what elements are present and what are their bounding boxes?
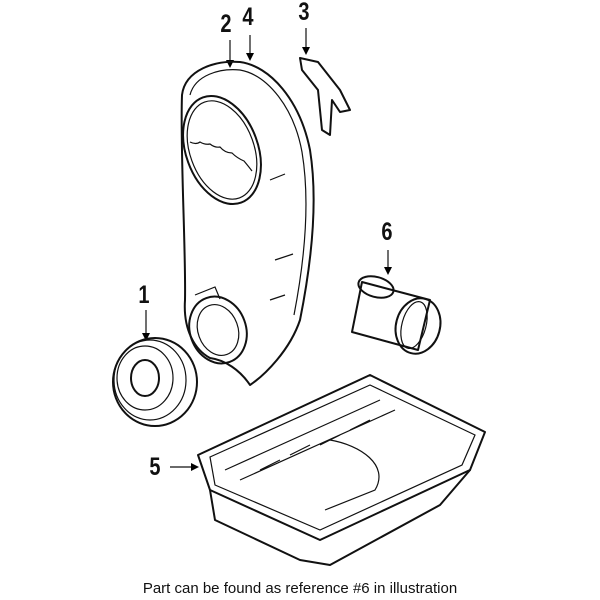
callout-3: 3 [298,0,310,26]
leader-lines [142,28,392,471]
crankshaft-pulley [112,337,198,427]
callout-6: 6 [381,218,393,246]
callout-2: 2 [220,10,232,38]
oil-filter [351,275,442,355]
oil-pan [197,374,486,566]
callout-5: 5 [149,453,161,481]
callout-4: 4 [242,3,254,31]
timing-cover [180,60,315,386]
callout-1: 1 [138,281,150,309]
bracket [299,57,351,136]
caption: Part can be found as reference #6 in ill… [142,580,458,597]
